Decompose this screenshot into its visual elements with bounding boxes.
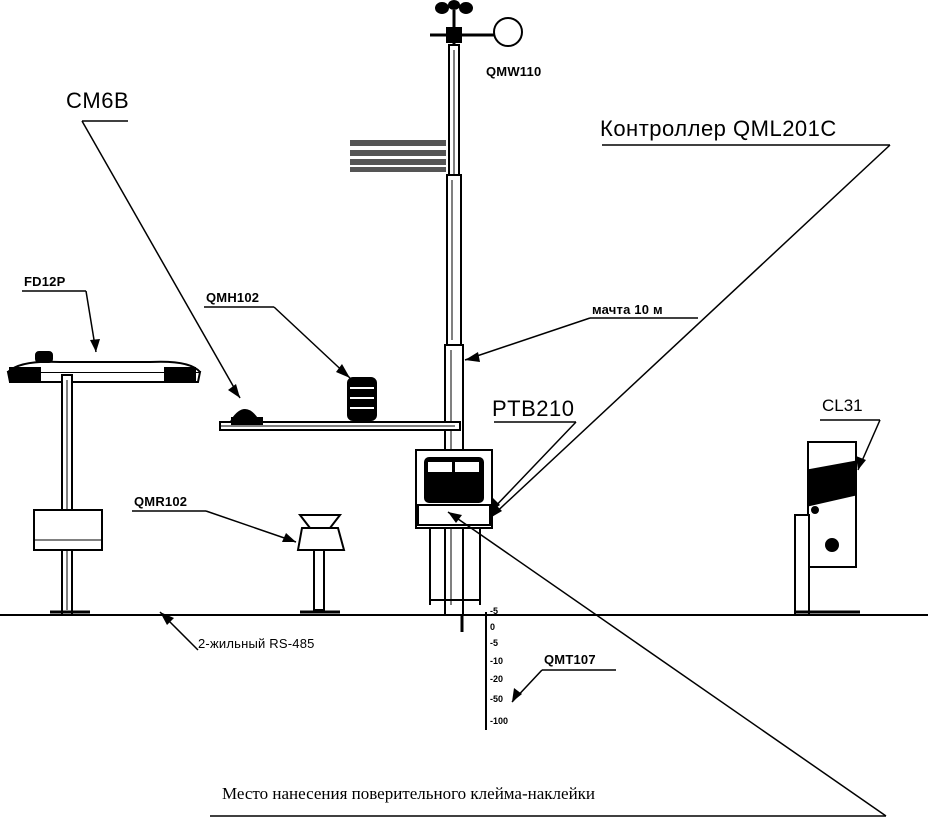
- label-qmw110: QMW110: [486, 64, 542, 79]
- depth-tick: -5: [490, 606, 499, 616]
- label-ptb210: PTB210: [492, 396, 575, 421]
- label-fd12p: FD12P: [24, 274, 66, 289]
- depth-tick: -100: [490, 716, 509, 726]
- caption: Место нанесения поверительного клейма-на…: [222, 784, 596, 803]
- mast: [444, 44, 464, 616]
- qmw110-sensor: [430, 0, 523, 47]
- sensor-boom: [219, 377, 461, 431]
- label-mast: мачта 10 м: [592, 302, 663, 317]
- depth-tick: 0: [490, 622, 496, 632]
- label-qmh102: QMH102: [206, 290, 260, 305]
- depth-tick: -50: [490, 694, 504, 704]
- fd12p-sensor: [6, 351, 202, 616]
- label-qmt107: QMT107: [544, 652, 596, 667]
- qmt107-probe: [460, 612, 487, 730]
- depth-tick: -5: [490, 638, 499, 648]
- label-cm6b: CM6B: [66, 88, 130, 113]
- controller-enclosure: [415, 449, 493, 605]
- label-controller: Контроллер QML201C: [600, 116, 837, 141]
- label-rs485: 2-жильный RS-485: [198, 636, 315, 651]
- depth-tick: -10: [490, 656, 504, 666]
- depth-tick: -20: [490, 674, 504, 684]
- label-cl31: CL31: [822, 396, 863, 415]
- cl31-sensor: [794, 441, 860, 616]
- label-qmr102: QMR102: [134, 494, 188, 509]
- qmr102-sensor: [296, 514, 346, 614]
- mast-flag: [350, 140, 446, 172]
